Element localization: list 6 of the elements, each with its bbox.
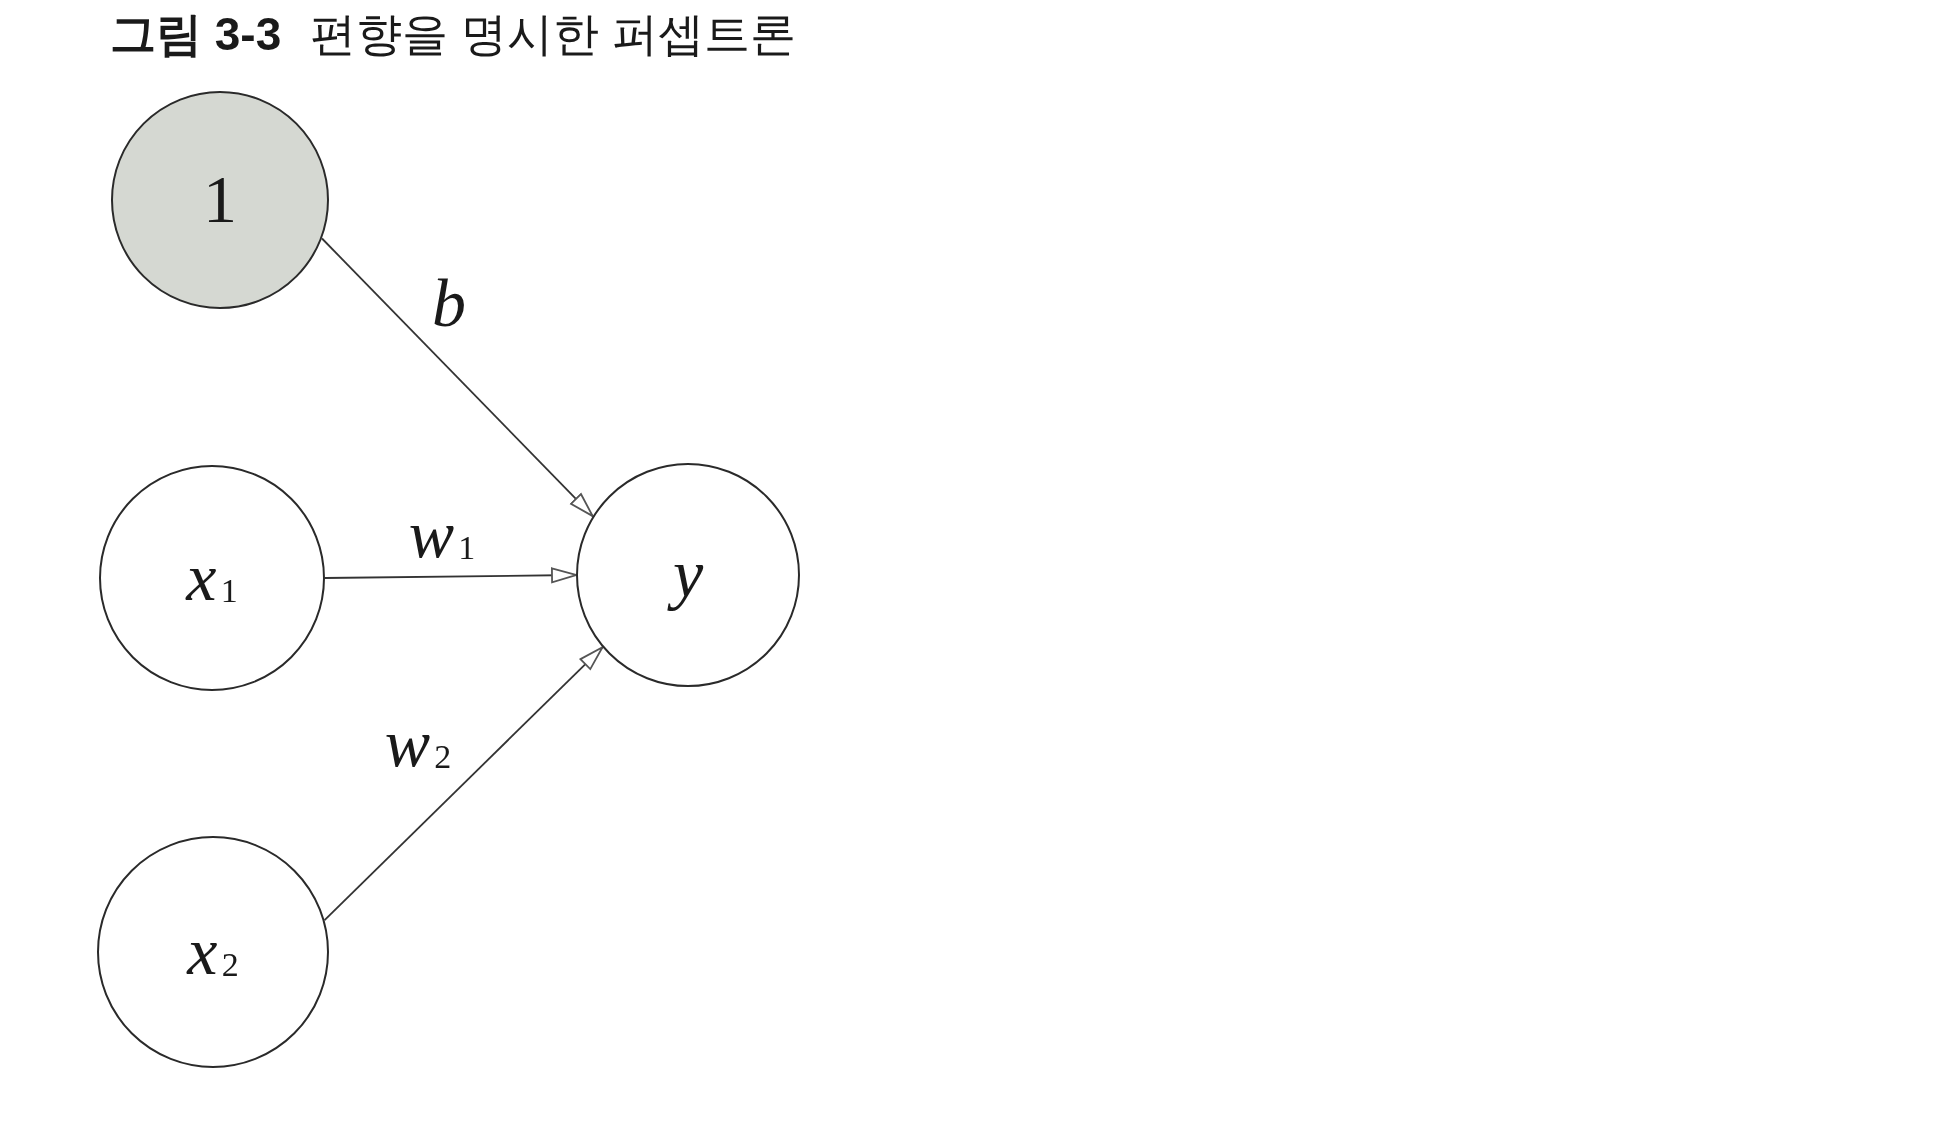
node-label: y [662, 529, 714, 621]
figure-title: 그림 3-3 편향을 명시한 퍼셉트론 [110, 7, 796, 62]
arrow [324, 567, 577, 584]
node-label: 1 [202, 160, 238, 240]
arrow [323, 646, 604, 922]
arrow [321, 237, 594, 517]
